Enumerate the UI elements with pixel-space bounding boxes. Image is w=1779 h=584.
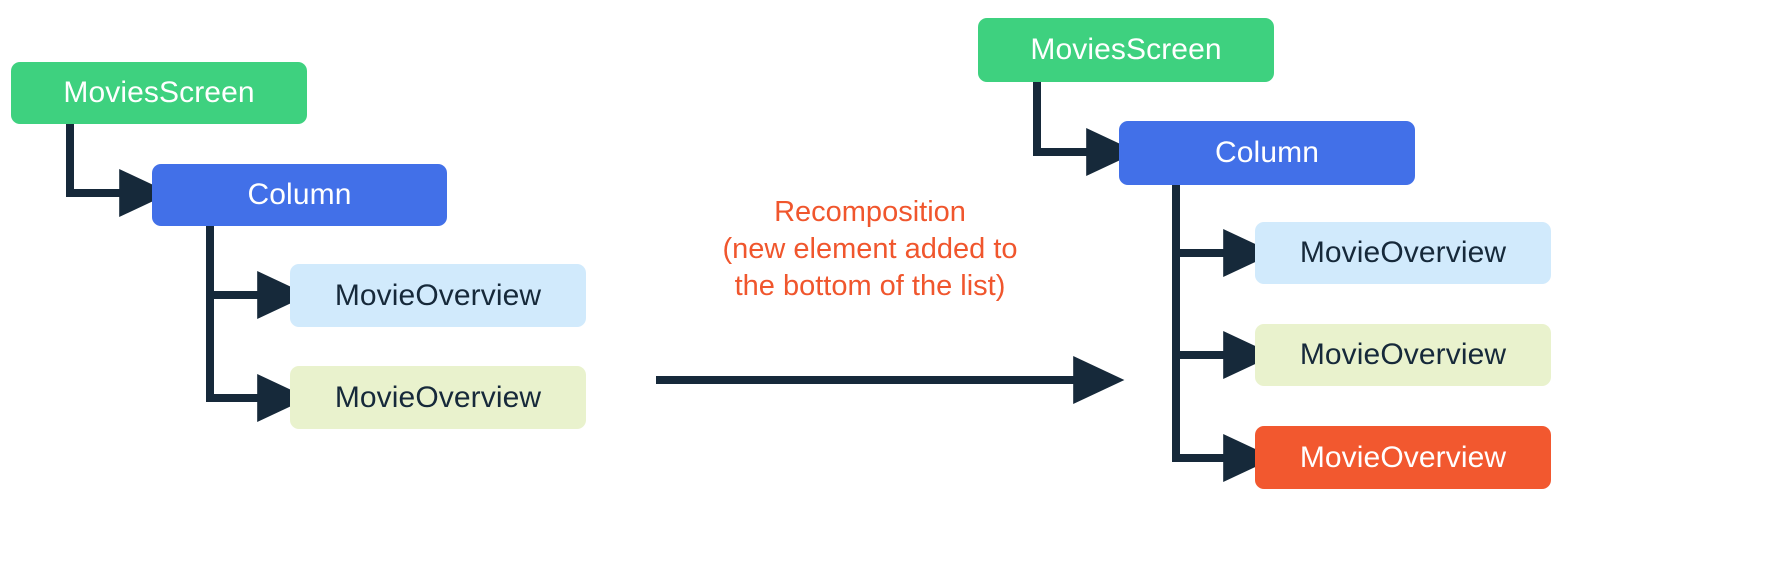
node-label: MoviesScreen <box>63 76 255 109</box>
recomposition-label: Recomposition (new element added to the … <box>661 194 1079 305</box>
node-after-movieoverview-1[interactable]: MovieOverview <box>1255 222 1551 284</box>
node-label: MovieOverview <box>1299 236 1507 269</box>
node-before-movieoverview-2[interactable]: MovieOverview <box>290 366 586 429</box>
node-label: MoviesScreen <box>1030 33 1222 66</box>
recomposition-label-line-2: (new element added to <box>722 233 1018 265</box>
node-label: MovieOverview <box>1299 440 1507 474</box>
node-label: MovieOverview <box>334 278 542 312</box>
recomposition-label-line-3: the bottom of the list) <box>734 270 1006 302</box>
node-label: Column <box>247 178 352 211</box>
after-edge-column-to-children <box>1172 184 1275 482</box>
node-before-movieoverview-1[interactable]: MovieOverview <box>290 264 586 327</box>
node-label: MovieOverview <box>334 380 542 414</box>
node-after-moviesscreen[interactable]: MoviesScreen <box>978 18 1274 82</box>
node-after-movieoverview-3-new[interactable]: MovieOverview <box>1255 426 1551 489</box>
node-after-column[interactable]: Column <box>1119 121 1415 185</box>
node-before-column[interactable]: Column <box>152 164 447 226</box>
before-edge-column-to-children <box>206 226 309 422</box>
node-after-movieoverview-2[interactable]: MovieOverview <box>1255 324 1551 386</box>
recomposition-label-line-1: Recomposition <box>774 196 966 228</box>
after-edge-moviesscreen-to-column <box>1033 82 1138 176</box>
node-before-moviesscreen[interactable]: MoviesScreen <box>11 62 307 124</box>
before-edge-moviesscreen-to-column <box>66 124 171 217</box>
node-label: Column <box>1215 136 1319 169</box>
node-label: MovieOverview <box>1299 338 1507 371</box>
